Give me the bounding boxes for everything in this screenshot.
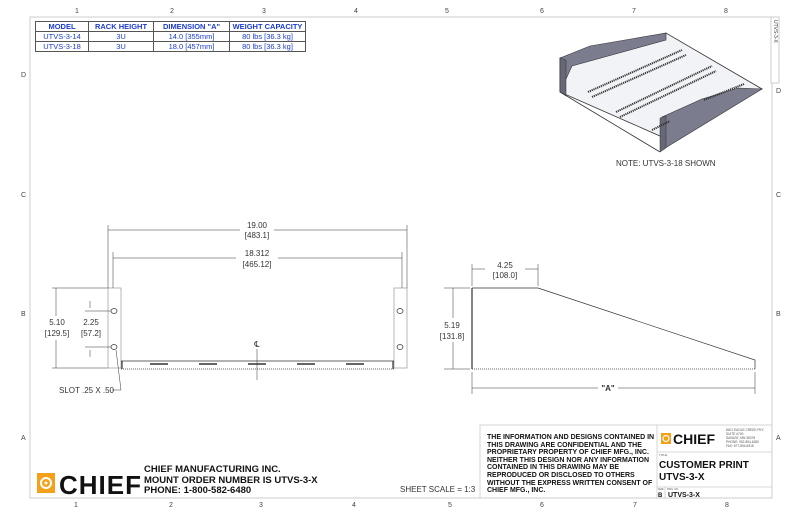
col-4: 4 [352,502,356,509]
title-block-frame [479,424,773,499]
side-view [444,264,756,394]
dwg-number: UTVS-3-X [668,492,700,499]
row-c-right: C [776,192,781,199]
cell-model: UTVS-3-18 [35,41,89,52]
iso-note: NOTE: UTVS-3-18 SHOWN [616,159,716,168]
col-8: 8 [724,8,728,15]
company-name: CHIEF MANUFACTURING INC. [144,464,281,475]
spec-table: MODEL RACK HEIGHT DIMENSION "A" WEIGHT C… [35,21,306,52]
side-view-dimensions: 4.25 [108.0] 5.19 [131.8] "A" [440,261,615,393]
col-4: 4 [354,8,358,15]
row-markers: D C B A D C B A [21,72,781,442]
dim-slot-spacing: 2.25 [83,318,99,327]
sheet-border [29,16,773,499]
col-5: 5 [448,502,452,509]
col-6: 6 [540,8,544,15]
phone-number: PHONE: 1-800-582-6480 [144,485,252,496]
title-block-logo-text: CHIEF [673,431,715,447]
address-line: SUITE #700 [726,432,744,436]
dim-height-mm: [129.5] [45,329,69,338]
title-label: TITLE: [659,453,668,457]
header-rack-height: RACK HEIGHT [88,21,154,32]
cell-dimension-a: 18.0 [457mm] [153,41,230,52]
row-a-right: A [776,435,781,442]
dim-side-height: 5.19 [444,321,460,330]
sheet-scale: SHEET SCALE = 1:3 [400,485,476,494]
size-label: SIZE [658,488,664,491]
header-weight-capacity: WEIGHT CAPACITY [229,21,306,32]
row-d-right: D [776,88,781,95]
dim-inner-width-mm: [465.12] [243,260,272,269]
chief-logo: CHIEF [37,470,142,500]
row-c-left: C [21,192,26,199]
spec-table-header: MODEL RACK HEIGHT DIMENSION "A" WEIGHT C… [35,21,306,32]
front-view-dimensions: 19.00 [483.1] 18.312 [465.12] 5.10 [129.… [45,221,272,395]
dim-top-length: 4.25 [497,261,513,270]
col-2: 2 [170,8,174,15]
dim-overall-width: 19.00 [247,221,268,230]
cell-rack-height: 3U [88,31,154,42]
column-markers-top: 1 2 3 4 5 6 7 8 [75,8,728,15]
col-1: 1 [74,502,78,509]
isometric-shelf-view: NOTE: UTVS-3-18 SHOWN [559,32,764,168]
order-number: MOUNT ORDER NUMBER IS UTVS-3-X [144,474,318,486]
title-block-address: 8401 EAGLE CREEK PKY SUITE #700 SAVAGE, … [726,428,765,448]
cell-dimension-a: 14.0 [355mm] [153,31,230,42]
chief-logo-text: CHIEF [59,470,142,500]
dim-top-length-mm: [108.0] [493,271,517,280]
col-2: 2 [169,502,173,509]
table-row: UTVS-3-14 3U 14.0 [355mm] 80 lbs [36.3 k… [35,31,306,42]
dim-slot-spacing-mm: [57.2] [81,329,101,338]
address-line: FAX: 877-894-6918 [726,444,754,448]
row-d-left: D [21,72,26,79]
row-b-left: B [21,311,26,318]
corner-tab-text: UTVS-3-X [772,20,778,43]
title-line-1: CUSTOMER PRINT [659,460,749,471]
corner-tab [770,16,780,84]
col-1: 1 [75,8,79,15]
address-line: PHONE: 952-894-6280 [726,440,759,444]
row-a-left: A [21,435,26,442]
cell-model: UTVS-3-14 [35,31,89,42]
dim-side-height-mm: [131.8] [440,332,464,341]
cell-rack-height: 3U [88,41,154,52]
col-6: 6 [540,502,544,509]
header-model: MODEL [35,21,89,32]
col-8: 8 [725,502,729,509]
slot-label: SLOT .25 X .50 [59,386,115,395]
column-markers-bottom: 1 2 3 4 5 6 7 8 [74,502,729,509]
col-7: 7 [632,8,636,15]
size-value: B [658,493,663,499]
title-block-logo: CHIEF [661,431,715,447]
centerline-symbol: ℄ [253,340,260,349]
address-line: 8401 EAGLE CREEK PKY [726,428,765,432]
address-line: SAVAGE, MN 55378 [726,436,755,440]
dim-overall-width-mm: [483.1] [245,231,269,240]
title-line-2: UTVS-3-X [659,472,705,483]
cell-weight-capacity: 80 lbs [36.3 kg] [229,41,306,52]
dwg-label: DWG. NO. [667,488,679,491]
row-b-right: B [776,311,781,318]
dim-depth-a: "A" [601,384,615,393]
dim-height: 5.10 [49,318,65,327]
col-3: 3 [262,8,266,15]
company-info: CHIEF MANUFACTURING INC. MOUNT ORDER NUM… [144,464,318,497]
dim-inner-width: 18.312 [245,249,270,258]
front-view [52,225,408,391]
col-5: 5 [445,8,449,15]
table-row: UTVS-3-18 3U 18.0 [457mm] 80 lbs [36.3 k… [35,41,306,52]
col-3: 3 [259,502,263,509]
confidentiality-notice: THE INFORMATION AND DESIGNS CONTAINED IN… [487,434,655,495]
cell-weight-capacity: 80 lbs [36.3 kg] [229,31,306,42]
col-7: 7 [633,502,637,509]
header-dimension-a: DIMENSION "A" [153,21,230,32]
